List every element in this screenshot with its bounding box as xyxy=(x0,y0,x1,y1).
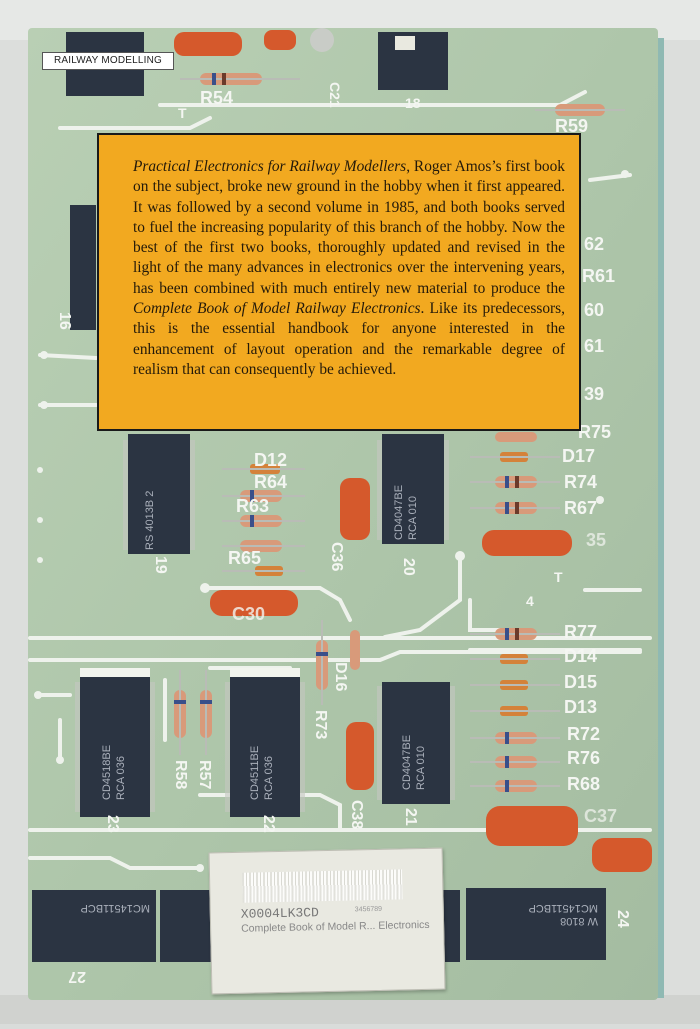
capacitors xyxy=(174,30,652,872)
silkscreen-labels: R54 R59 C21 18 T 62 R61 60 61 39 R75 D17… xyxy=(56,82,631,985)
svg-text:RS 4013B 2: RS 4013B 2 xyxy=(144,491,156,550)
svg-text:R67: R67 xyxy=(564,498,597,518)
svg-text:24: 24 xyxy=(614,910,631,928)
svg-text:23: 23 xyxy=(104,815,121,833)
svg-text:D13: D13 xyxy=(564,697,597,717)
svg-text:MC14511BCP: MC14511BCP xyxy=(529,902,599,914)
resistor-bands xyxy=(174,73,519,792)
svg-text:35: 35 xyxy=(586,530,606,550)
svg-text:D15: D15 xyxy=(564,672,597,692)
svg-text:W 8108: W 8108 xyxy=(560,915,598,927)
svg-text:R73: R73 xyxy=(312,710,329,739)
svg-text:R74: R74 xyxy=(564,472,597,492)
svg-text:4: 4 xyxy=(526,593,534,609)
svg-text:C21: C21 xyxy=(327,82,343,108)
svg-text:CD4047BE: CD4047BE xyxy=(401,735,413,790)
svg-text:C38: C38 xyxy=(348,800,365,829)
svg-text:R63: R63 xyxy=(236,496,269,516)
sticker-sku: X0004LK3CD xyxy=(240,905,319,922)
svg-text:RCA 036: RCA 036 xyxy=(263,756,275,800)
svg-text:R75: R75 xyxy=(578,422,611,442)
svg-text:C37: C37 xyxy=(584,806,617,826)
svg-text:C30: C30 xyxy=(232,604,265,624)
blurb-panel: Practical Electronics for Railway Modell… xyxy=(97,133,581,431)
svg-text:T: T xyxy=(554,569,563,585)
svg-text:R77: R77 xyxy=(564,622,597,642)
ic-notches xyxy=(80,668,300,677)
svg-text:16: 16 xyxy=(56,312,73,330)
svg-text:CD4511BE: CD4511BE xyxy=(249,746,261,800)
svg-text:22: 22 xyxy=(260,815,277,833)
svg-text:R68: R68 xyxy=(567,774,600,794)
chip-markings: RS 4013B 2 CD4047BE RCA 010 CD4518BE RCA… xyxy=(81,485,599,927)
barcode xyxy=(241,869,403,903)
svg-text:CD4047BE: CD4047BE xyxy=(393,485,405,540)
blurb-text-1: , Roger Amos’s first book on the subject… xyxy=(133,158,565,297)
svg-text:R64: R64 xyxy=(254,472,287,492)
via-pads xyxy=(34,170,629,872)
blurb-title: Practical Electronics for Railway Modell… xyxy=(133,158,407,175)
blurb-text-2: . Like its predecessors, this is the ess… xyxy=(133,300,565,378)
sticker-title: Complete Book of Model R... Electronics xyxy=(241,918,430,935)
svg-text:CD4518BE: CD4518BE xyxy=(101,745,113,800)
svg-text:RCA 010: RCA 010 xyxy=(407,496,419,540)
ic-chips xyxy=(32,32,606,962)
svg-text:R72: R72 xyxy=(567,724,600,744)
svg-text:R57: R57 xyxy=(196,760,213,789)
small-capacitor xyxy=(310,28,334,52)
diode-leads xyxy=(222,456,560,712)
svg-text:D14: D14 xyxy=(564,646,597,666)
svg-text:18: 18 xyxy=(405,95,421,111)
svg-text:RCA 010: RCA 010 xyxy=(415,746,427,790)
svg-text:R54: R54 xyxy=(200,88,233,108)
svg-text:R61: R61 xyxy=(582,266,615,286)
svg-text:62: 62 xyxy=(584,234,604,254)
svg-text:61: 61 xyxy=(584,336,604,356)
svg-text:21: 21 xyxy=(402,808,419,826)
sticker-sku-small: 3456789 xyxy=(354,905,383,914)
svg-text:39: 39 xyxy=(584,384,604,404)
svg-text:R58: R58 xyxy=(172,760,189,789)
svg-text:R59: R59 xyxy=(555,116,588,136)
ic-pins xyxy=(75,440,455,812)
inventory-sticker: X0004LK3CD 3456789 Complete Book of Mode… xyxy=(208,847,446,995)
svg-text:RCA 036: RCA 036 xyxy=(115,756,127,800)
svg-text:20: 20 xyxy=(400,558,417,576)
series-tag: RAILWAY MODELLING xyxy=(42,52,174,70)
svg-text:D12: D12 xyxy=(254,450,287,470)
board-traces xyxy=(28,90,652,870)
svg-text:MC14511BCP: MC14511BCP xyxy=(81,902,151,914)
svg-text:27: 27 xyxy=(68,968,86,985)
svg-text:C36: C36 xyxy=(328,542,345,571)
svg-text:R76: R76 xyxy=(567,748,600,768)
svg-text:R65: R65 xyxy=(228,548,261,568)
svg-text:D16: D16 xyxy=(332,662,349,691)
svg-text:T: T xyxy=(178,105,187,121)
blurb-book-title: Complete Book of Model Railway Electroni… xyxy=(133,300,421,318)
svg-text:D17: D17 xyxy=(562,446,595,466)
svg-text:60: 60 xyxy=(584,300,604,320)
svg-text:19: 19 xyxy=(152,556,169,574)
